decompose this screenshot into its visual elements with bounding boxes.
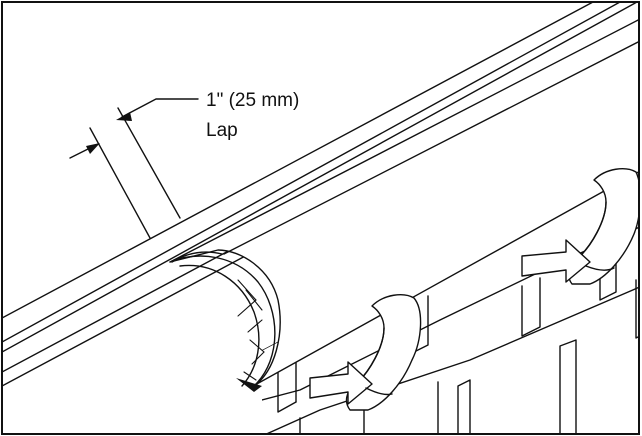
lap-label: Lap <box>206 120 238 141</box>
dimension-arrowhead-left <box>86 143 100 154</box>
dimension-leader-right <box>121 98 199 118</box>
dimension-extension-line-2 <box>117 107 181 219</box>
wrap-direction-arrow-1 <box>309 294 422 411</box>
dimension-extension-line-1 <box>89 127 151 239</box>
lap-dimension-label: 1" (25 mm) <box>206 90 299 111</box>
dimension-arrowhead-right <box>116 112 132 121</box>
lap-dimension: 1" (25 mm) Lap <box>69 90 299 239</box>
wrap-direction-arrow-2 <box>521 168 639 285</box>
wrapped-pipe <box>169 18 639 392</box>
pipe-end-hatching <box>237 279 265 381</box>
